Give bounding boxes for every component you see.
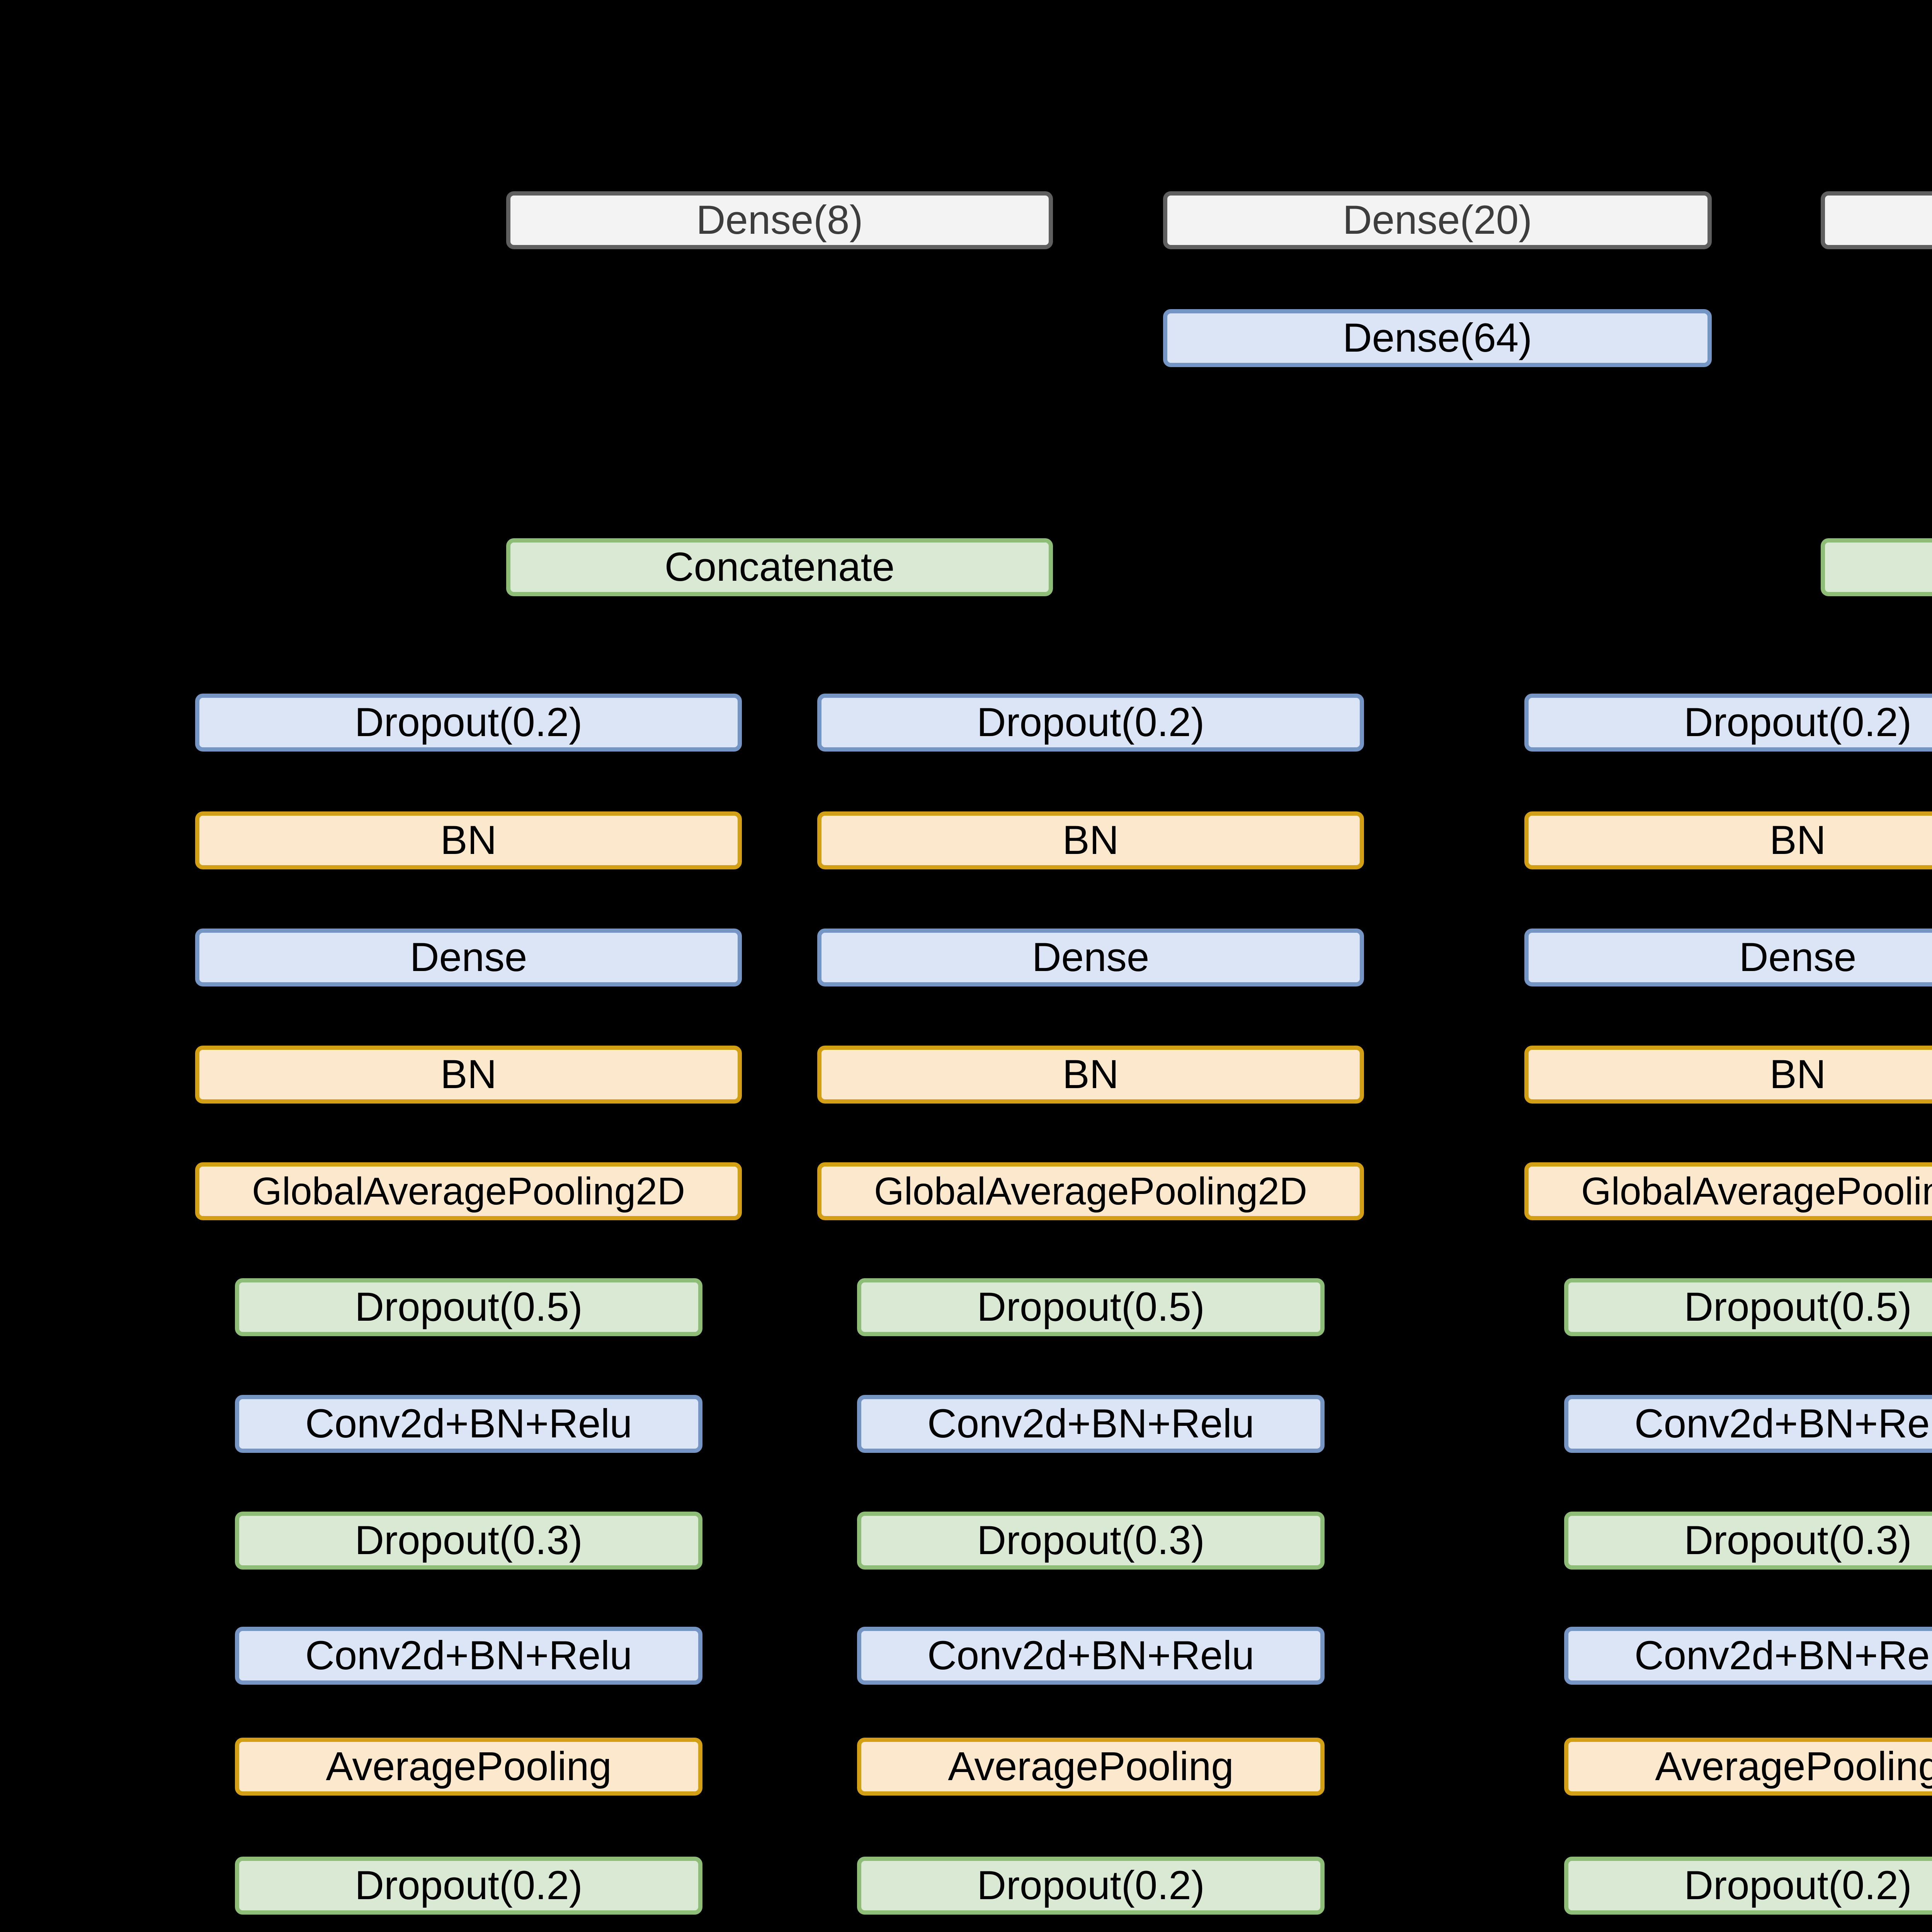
layer-box-col2-bn-upper: BN xyxy=(817,811,1364,869)
layer-box-col3-avgpool: AveragePooling xyxy=(1564,1738,1932,1796)
layer-box-col3-gap2d: GlobalAveragePooling2D xyxy=(1524,1162,1932,1220)
layer-box-col3-dropout05: Dropout(0.5) xyxy=(1564,1278,1932,1336)
layer-box-col2-conv-a: Conv2d+BN+Relu xyxy=(857,1395,1325,1453)
layer-box-col2-avgpool: AveragePooling xyxy=(857,1738,1325,1796)
layer-box-col3-bn-upper: BN xyxy=(1524,811,1932,869)
layer-box-col1-bn-lower: BN xyxy=(195,1046,742,1104)
layer-box-col1-gap2d: GlobalAveragePooling2D xyxy=(195,1162,742,1220)
layer-box-col3-dropout03: Dropout(0.3) xyxy=(1564,1512,1932,1570)
layer-box-dense64: Dense(64) xyxy=(1163,309,1712,367)
layer-box-col3-conv-a: Conv2d+BN+Relu xyxy=(1564,1395,1932,1453)
layer-box-dense20: Dense(20) xyxy=(1163,191,1712,249)
layer-box-col1-conv-b: Conv2d+BN+Relu xyxy=(235,1627,702,1685)
layer-box-col3-conv-b: Conv2d+BN+Relu xyxy=(1564,1627,1932,1685)
layer-box-col2-dropout02-top: Dropout(0.2) xyxy=(817,694,1364,752)
layer-box-dense10: Dense(10) xyxy=(1821,191,1932,249)
layer-box-col1-dropout03: Dropout(0.3) xyxy=(235,1512,702,1570)
layer-box-col1-dense: Dense xyxy=(195,929,742,986)
layer-box-concatenate-right: Concatenate xyxy=(1821,538,1932,596)
layer-box-col1-bn-upper: BN xyxy=(195,811,742,869)
layer-box-col1-avgpool: AveragePooling xyxy=(235,1738,702,1796)
layer-box-col2-dropout03: Dropout(0.3) xyxy=(857,1512,1325,1570)
layer-box-col2-dropout02-bot: Dropout(0.2) xyxy=(857,1857,1325,1915)
layer-box-dense8: Dense(8) xyxy=(506,191,1053,249)
layer-box-col3-bn-lower: BN xyxy=(1524,1046,1932,1104)
layer-box-col1-dropout02-top: Dropout(0.2) xyxy=(195,694,742,752)
layer-box-col2-bn-lower: BN xyxy=(817,1046,1364,1104)
layer-box-col2-dropout05: Dropout(0.5) xyxy=(857,1278,1325,1336)
layer-box-concatenate-left: Concatenate xyxy=(506,538,1053,596)
layer-box-col2-gap2d: GlobalAveragePooling2D xyxy=(817,1162,1364,1220)
layer-box-col1-dropout05: Dropout(0.5) xyxy=(235,1278,702,1336)
layer-box-col3-dense: Dense xyxy=(1524,929,1932,986)
layer-box-col1-conv-a: Conv2d+BN+Relu xyxy=(235,1395,702,1453)
layer-box-col1-dropout02-bot: Dropout(0.2) xyxy=(235,1857,702,1915)
layer-box-col3-dropout02-bot: Dropout(0.2) xyxy=(1564,1857,1932,1915)
layer-box-col2-dense: Dense xyxy=(817,929,1364,986)
layer-box-col2-conv-b: Conv2d+BN+Relu xyxy=(857,1627,1325,1685)
layer-box-col3-dropout02-top: Dropout(0.2) xyxy=(1524,694,1932,752)
